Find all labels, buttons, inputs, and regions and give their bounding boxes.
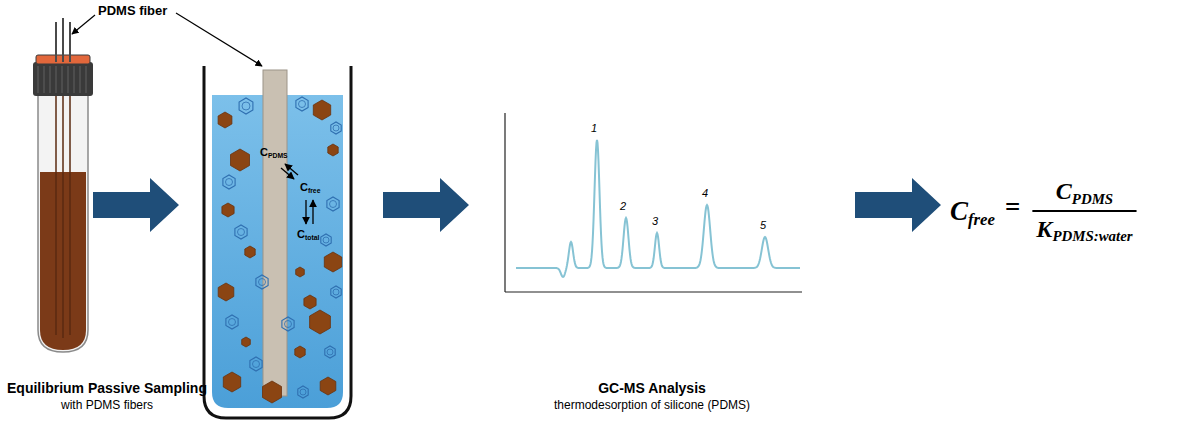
stage-title: GC-MS Analysis xyxy=(598,380,706,396)
callout-number: 1 xyxy=(591,122,597,135)
molecule-ring xyxy=(331,286,341,298)
molecule-ring xyxy=(282,317,294,331)
leader-line xyxy=(176,13,262,66)
molecule-ring xyxy=(296,97,308,111)
molecule-ring xyxy=(253,361,260,368)
particle xyxy=(231,149,250,171)
molecule-ring xyxy=(331,122,341,134)
particle xyxy=(222,203,234,217)
molecule-ring xyxy=(229,319,236,326)
stage-subtitle: with PDMS fibers xyxy=(61,399,153,413)
molecule-ring xyxy=(333,125,339,131)
concentration-label: CPDMS xyxy=(260,146,288,159)
process-arrow xyxy=(383,178,469,232)
callout-number: 2 xyxy=(620,200,626,213)
particle xyxy=(324,252,341,272)
chromatogram xyxy=(505,113,802,292)
leader-line xyxy=(72,15,95,34)
callout-number: 4 xyxy=(702,187,708,200)
particle xyxy=(296,267,305,277)
molecule-ring xyxy=(256,275,268,289)
molecule-ring xyxy=(327,197,339,211)
molecule-ring xyxy=(321,234,331,246)
molecule-ring xyxy=(330,201,337,208)
molecule-ring xyxy=(298,386,308,398)
equilibrium-arrows xyxy=(281,164,313,224)
particle xyxy=(263,381,282,403)
molecule-ring xyxy=(239,98,253,114)
callout-number: 5 xyxy=(760,219,766,232)
fraction-bar xyxy=(1032,210,1136,212)
molecule-ring xyxy=(226,179,233,186)
part-label: PDMS fiber xyxy=(98,4,167,19)
molecule-ring xyxy=(250,357,262,371)
formula-term: Cfree xyxy=(950,196,995,227)
molecule-ring xyxy=(325,346,335,358)
concentration-label: Cfree xyxy=(300,181,320,194)
signal-trace xyxy=(516,140,800,277)
particle xyxy=(295,346,305,358)
concentration-label: Ctotal xyxy=(297,228,319,241)
particle xyxy=(223,372,240,392)
particle xyxy=(310,310,331,334)
particle xyxy=(320,377,336,395)
particle xyxy=(245,246,255,258)
stage-subtitle: thermodesorption of silicone (PDMS) xyxy=(554,399,750,413)
particle xyxy=(304,295,316,309)
process-arrow xyxy=(93,178,179,232)
particle xyxy=(313,100,330,120)
stage-title: Equilibrium Passive Sampling xyxy=(7,380,207,396)
particle xyxy=(218,283,234,301)
sample-vial xyxy=(33,18,93,352)
molecule-ring xyxy=(327,349,333,355)
particle xyxy=(328,144,338,156)
molecule-ring xyxy=(285,321,292,328)
process-arrow xyxy=(855,178,941,232)
molecule-ring xyxy=(223,175,235,189)
sampling-tube xyxy=(204,66,351,418)
particle xyxy=(218,112,232,128)
particle xyxy=(242,337,251,347)
molecule-ring xyxy=(242,102,250,110)
molecule-ring xyxy=(259,279,266,286)
molecule-ring xyxy=(333,289,339,295)
molecule-ring xyxy=(300,389,306,395)
formula-operator: = xyxy=(1005,192,1020,223)
molecule-ring xyxy=(235,225,247,239)
molecule-ring xyxy=(299,101,306,108)
callout-number: 3 xyxy=(652,215,658,228)
molecule-ring xyxy=(226,315,238,329)
molecule-ring xyxy=(238,229,245,236)
formula-term: CPDMS xyxy=(1056,178,1113,206)
formula-term: KPDMS:water xyxy=(1036,216,1132,244)
molecule-ring xyxy=(323,237,329,243)
